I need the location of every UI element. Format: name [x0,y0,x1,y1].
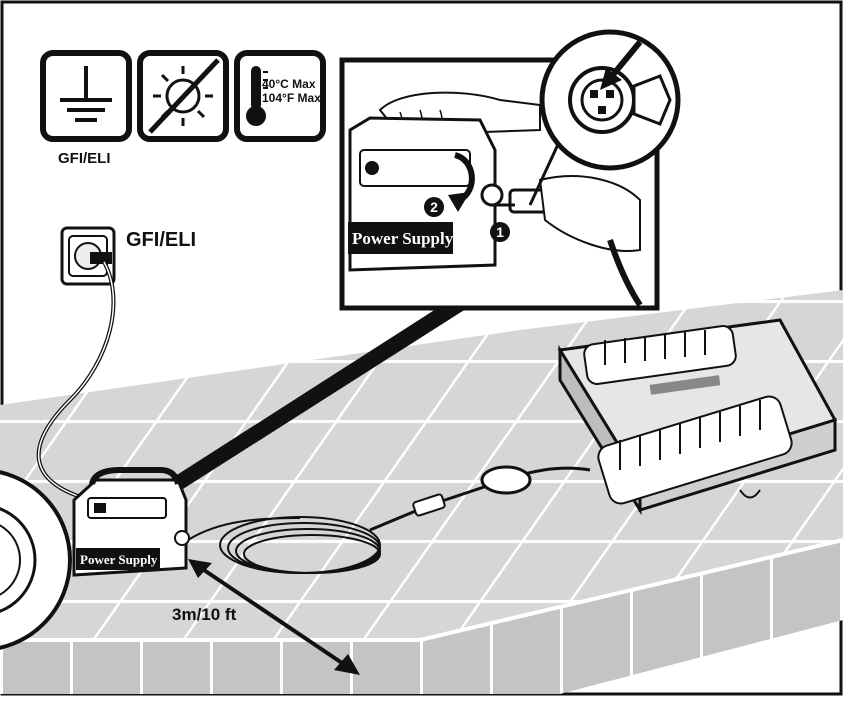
cable-connector [412,493,446,517]
power-supply-unit: Power Supply [72,467,190,577]
left-magnifier-circle [0,470,72,650]
wall-outlet [60,226,116,286]
distance-label: 3m/10 ft [172,605,237,624]
temperature-celsius: 40°C Max [262,77,316,91]
step-2-number: 2 [430,199,438,215]
floating-cable-coil [187,516,381,574]
step-2-marker [424,197,444,217]
no-sunlight-icon [137,50,229,142]
distance-arrow [188,559,360,675]
power-supply-label: Power Supply [80,552,158,567]
inset-power-supply-label: Power Supply [352,229,454,248]
zoom-pointer [130,300,480,510]
outlet-label: GFI/ELI [126,229,196,251]
temperature-fahrenheit: 104°F Max [262,91,321,105]
ground-icon [40,50,132,142]
step-1-marker [490,222,510,242]
swivel-float [480,465,532,495]
max-temperature-icon: 40°C Max 104°F Max [234,50,326,142]
connector-magnifier [528,29,681,206]
pool-robot [557,318,838,516]
step-1-number: 1 [496,224,504,240]
ground-icon-caption: GFI/ELI [58,150,111,167]
